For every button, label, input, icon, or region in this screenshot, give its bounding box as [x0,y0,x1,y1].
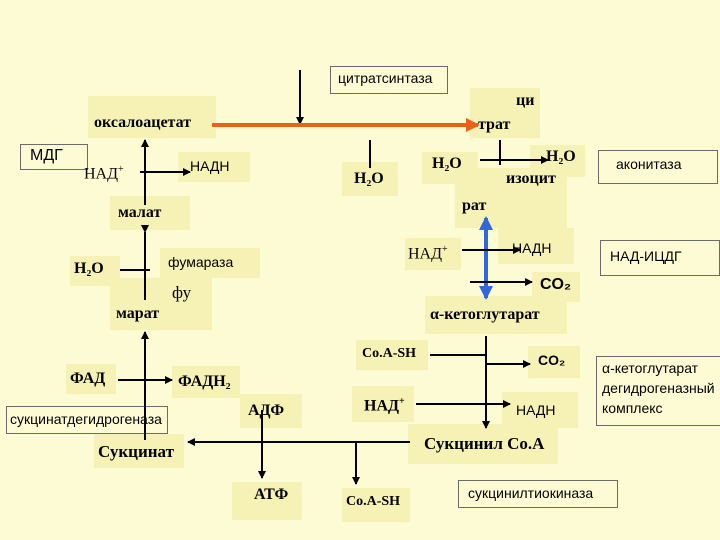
nadh-left-label: НАДН [190,158,230,174]
bg-nadh-icdh [498,228,574,264]
bg-coa-top [356,340,428,370]
h2o-aconitase-right-label: H₂O [546,148,576,165]
fumarase-label: фумараза [168,254,234,270]
bg-malate [110,196,190,230]
succinyl-coa-label: Сукцинил Co.A [424,434,545,453]
nadh-akgdh-label: НАДН [516,402,556,418]
citrate-synthase-label: цитратсинтаза [338,70,433,86]
fumarate-label-part1: фу [172,283,192,302]
bg-fad [66,364,116,394]
bg-oxaloacetate [88,96,216,138]
bg-nadh-akgdh [502,392,578,428]
bg-citrate [470,88,540,138]
citrate-label-part1: ци [516,92,535,109]
coa-sh-top-label: Co.A-SH [362,346,417,361]
bg-fumarase [160,248,260,278]
mdh-label: МДГ [30,147,63,164]
sdh-label: сукцинатдегидрогеназа [10,411,162,427]
aconitase-label: аконитаза [616,156,682,172]
isocitrate-label-part2: рат [462,197,487,214]
fad-label: ФАД [70,370,106,387]
nadh-icdh-label: НАДН [512,240,552,256]
nad-akgdh-label: НАД+ [364,396,405,415]
succinate-label: Сукцинат [98,442,174,461]
bg-succinyl-coa [408,424,558,464]
mdh-frame [20,144,88,170]
co2-akgdh-label: CO₂ [538,352,566,368]
bg-coa-bottom [342,488,410,522]
fumarate-label-part2: марат [116,305,160,322]
coa-sh-bottom-label: Co.A-SH [346,494,401,509]
akgdh-label-line2: дегидрогеназный [602,380,715,396]
h2o-left-label: H₂O [74,260,104,277]
citrate-synthase-frame [330,66,448,94]
h2o-mid-label: H₂O [354,170,384,187]
bg-isocitrate [455,168,567,228]
icdh-frame [600,240,720,276]
akgdh-label-line3: комплекс [602,400,663,416]
atp-label: АТФ [254,486,289,503]
sdh-frame [6,406,168,434]
akgdh-frame [596,356,720,426]
akg-label: α-кетоглутарат [430,306,540,323]
isocitrate-label-part1: изоцит [506,170,556,187]
aconitase-frame [598,150,718,184]
co2-icdh-label: CO₂ [540,276,572,293]
bg-fadh2 [172,366,240,398]
oxaloacetate-label: оксалоацетат [94,114,192,131]
sck-label: сукцинилтиокиназа [468,485,594,501]
malate-label: малат [118,204,162,221]
akgdh-label-line1: α-кетоглутарат [602,360,699,376]
bg-succinate [94,434,184,468]
nad-icdh-label: НАД+ [408,244,448,263]
bg-fumarate [110,278,212,330]
bg-co2-akgdh [528,346,580,378]
bg-adp [240,394,302,428]
bg-akg [425,296,567,334]
citrate-label-part2: трат [478,116,511,133]
h2o-aconitase-left-label: H₂O [432,155,462,172]
bg-nadh-left [178,152,250,182]
bg-atp [232,482,302,520]
fadh2-label: ФАДН₂ [178,373,231,390]
adp-label: АДФ [248,402,285,419]
nad-left-label: НАД+ [84,164,124,183]
bg-nad-akgdh [352,386,414,422]
icdh-label: НАД-ИЦДГ [610,248,682,264]
bg-nad-icdh [405,238,461,270]
sck-frame [458,480,618,508]
